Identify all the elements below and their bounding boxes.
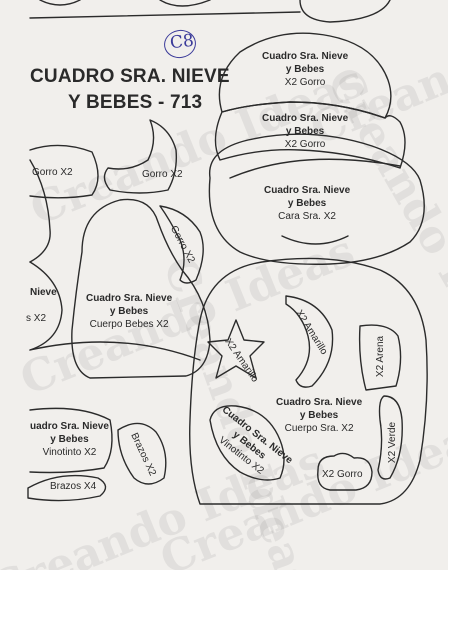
smile bbox=[281, 235, 349, 245]
verde-label: X2 Verde bbox=[387, 421, 399, 464]
gorro-small-outline bbox=[317, 452, 373, 491]
face-label: Cuadro Sra. Nieve y Bebes Cara Sra. X2 bbox=[264, 184, 350, 223]
pattern-outlines bbox=[27, 0, 428, 505]
brazos-x4-label: Brazos X4 bbox=[50, 481, 97, 492]
brazos-x2-outline bbox=[117, 422, 167, 485]
cuerpo-bebes-label: Cuadro Sra. Nieve y Bebes Cuerpo Bebes X… bbox=[86, 292, 172, 331]
arena-outline bbox=[358, 324, 402, 391]
label-line: Cuadro Sra. Nieve bbox=[264, 185, 351, 196]
label-line: X2 Gorro bbox=[284, 77, 326, 88]
label-line: y Bebes bbox=[50, 434, 89, 445]
label-line: y Bebes bbox=[285, 64, 325, 75]
handwritten-mark: C8 bbox=[169, 30, 195, 54]
label-line: X2 Gorro bbox=[284, 139, 326, 150]
hat-brim-label: Cuadro Sra. Nieve y Bebes X2 Gorro bbox=[262, 112, 348, 151]
label-line: y Bebes bbox=[287, 198, 327, 209]
gorro-left-outline bbox=[29, 144, 99, 199]
x2-left-label: s X2 bbox=[26, 313, 47, 324]
face-outline bbox=[208, 133, 425, 265]
cuerpo-bebes-outline bbox=[71, 198, 211, 379]
moon-outline bbox=[285, 295, 334, 388]
arena-label: X2 Arena bbox=[375, 335, 387, 378]
cuerpo-sra-outline bbox=[189, 257, 428, 505]
top-partial-shape bbox=[39, 0, 81, 6]
label-line: Cara Sra. X2 bbox=[278, 211, 336, 222]
vinotinto-rot-outline bbox=[209, 405, 285, 481]
star-outline bbox=[207, 319, 265, 379]
label-line: Cuadro Sra. Nieve bbox=[262, 51, 349, 62]
brim-curve bbox=[229, 158, 401, 179]
label-line: uadro Sra. Nieve bbox=[30, 421, 109, 432]
gorro-left-label: Gorro X2 bbox=[32, 167, 73, 178]
label-line: y Bebes bbox=[285, 126, 325, 137]
label-line: Cuadro Sra. Nieve bbox=[262, 113, 349, 124]
hat-brim-outline bbox=[214, 101, 406, 169]
top-partial-shape bbox=[159, 0, 211, 7]
brazos-x4-outline bbox=[27, 474, 107, 502]
label-line: Cuadro Sra. Nieve bbox=[86, 293, 173, 304]
gorro-hook-outline bbox=[103, 119, 178, 194]
page-title-line1: CUADRO SRA. NIEVE bbox=[30, 66, 230, 87]
pattern-sheet: Creando Ideas Creando Ideas Creando Idea… bbox=[0, 0, 448, 570]
label-line: y Bebes bbox=[299, 410, 339, 421]
label-line: Cuerpo Bebes X2 bbox=[89, 319, 169, 330]
label-line: Cuadro Sra. Nieve bbox=[276, 397, 363, 408]
vinotinto-left-outline bbox=[29, 407, 113, 474]
top-cut-line bbox=[29, 11, 301, 19]
left-divider bbox=[29, 341, 201, 361]
top-partial-shape bbox=[299, 0, 391, 23]
label-line: Cuerpo Sra. X2 bbox=[284, 423, 354, 434]
gorro-small-label: X2 Gorro bbox=[322, 469, 363, 480]
page-title-line2: Y BEBES - 713 bbox=[68, 92, 203, 113]
vinotinto-left-label: uadro Sra. Nieve y Bebes Vinotinto X2 bbox=[30, 420, 109, 459]
left-partial-shape bbox=[29, 261, 63, 351]
gorro-banana-outline bbox=[159, 205, 204, 284]
label-line: Vinotinto X2 bbox=[42, 447, 97, 458]
cuerpo-sra-label: Cuadro Sra. Nieve y Bebes Cuerpo Sra. X2 bbox=[276, 396, 362, 435]
left-partial-shape bbox=[29, 159, 51, 263]
verde-outline bbox=[377, 395, 403, 480]
label-line: y Bebes bbox=[109, 306, 149, 317]
hat-top-label: Cuadro Sra. Nieve y Bebes X2 Gorro bbox=[262, 50, 348, 89]
nieve-left-label: Nieve bbox=[30, 287, 57, 298]
gorro-center-label: Gorro X2 bbox=[142, 169, 183, 180]
